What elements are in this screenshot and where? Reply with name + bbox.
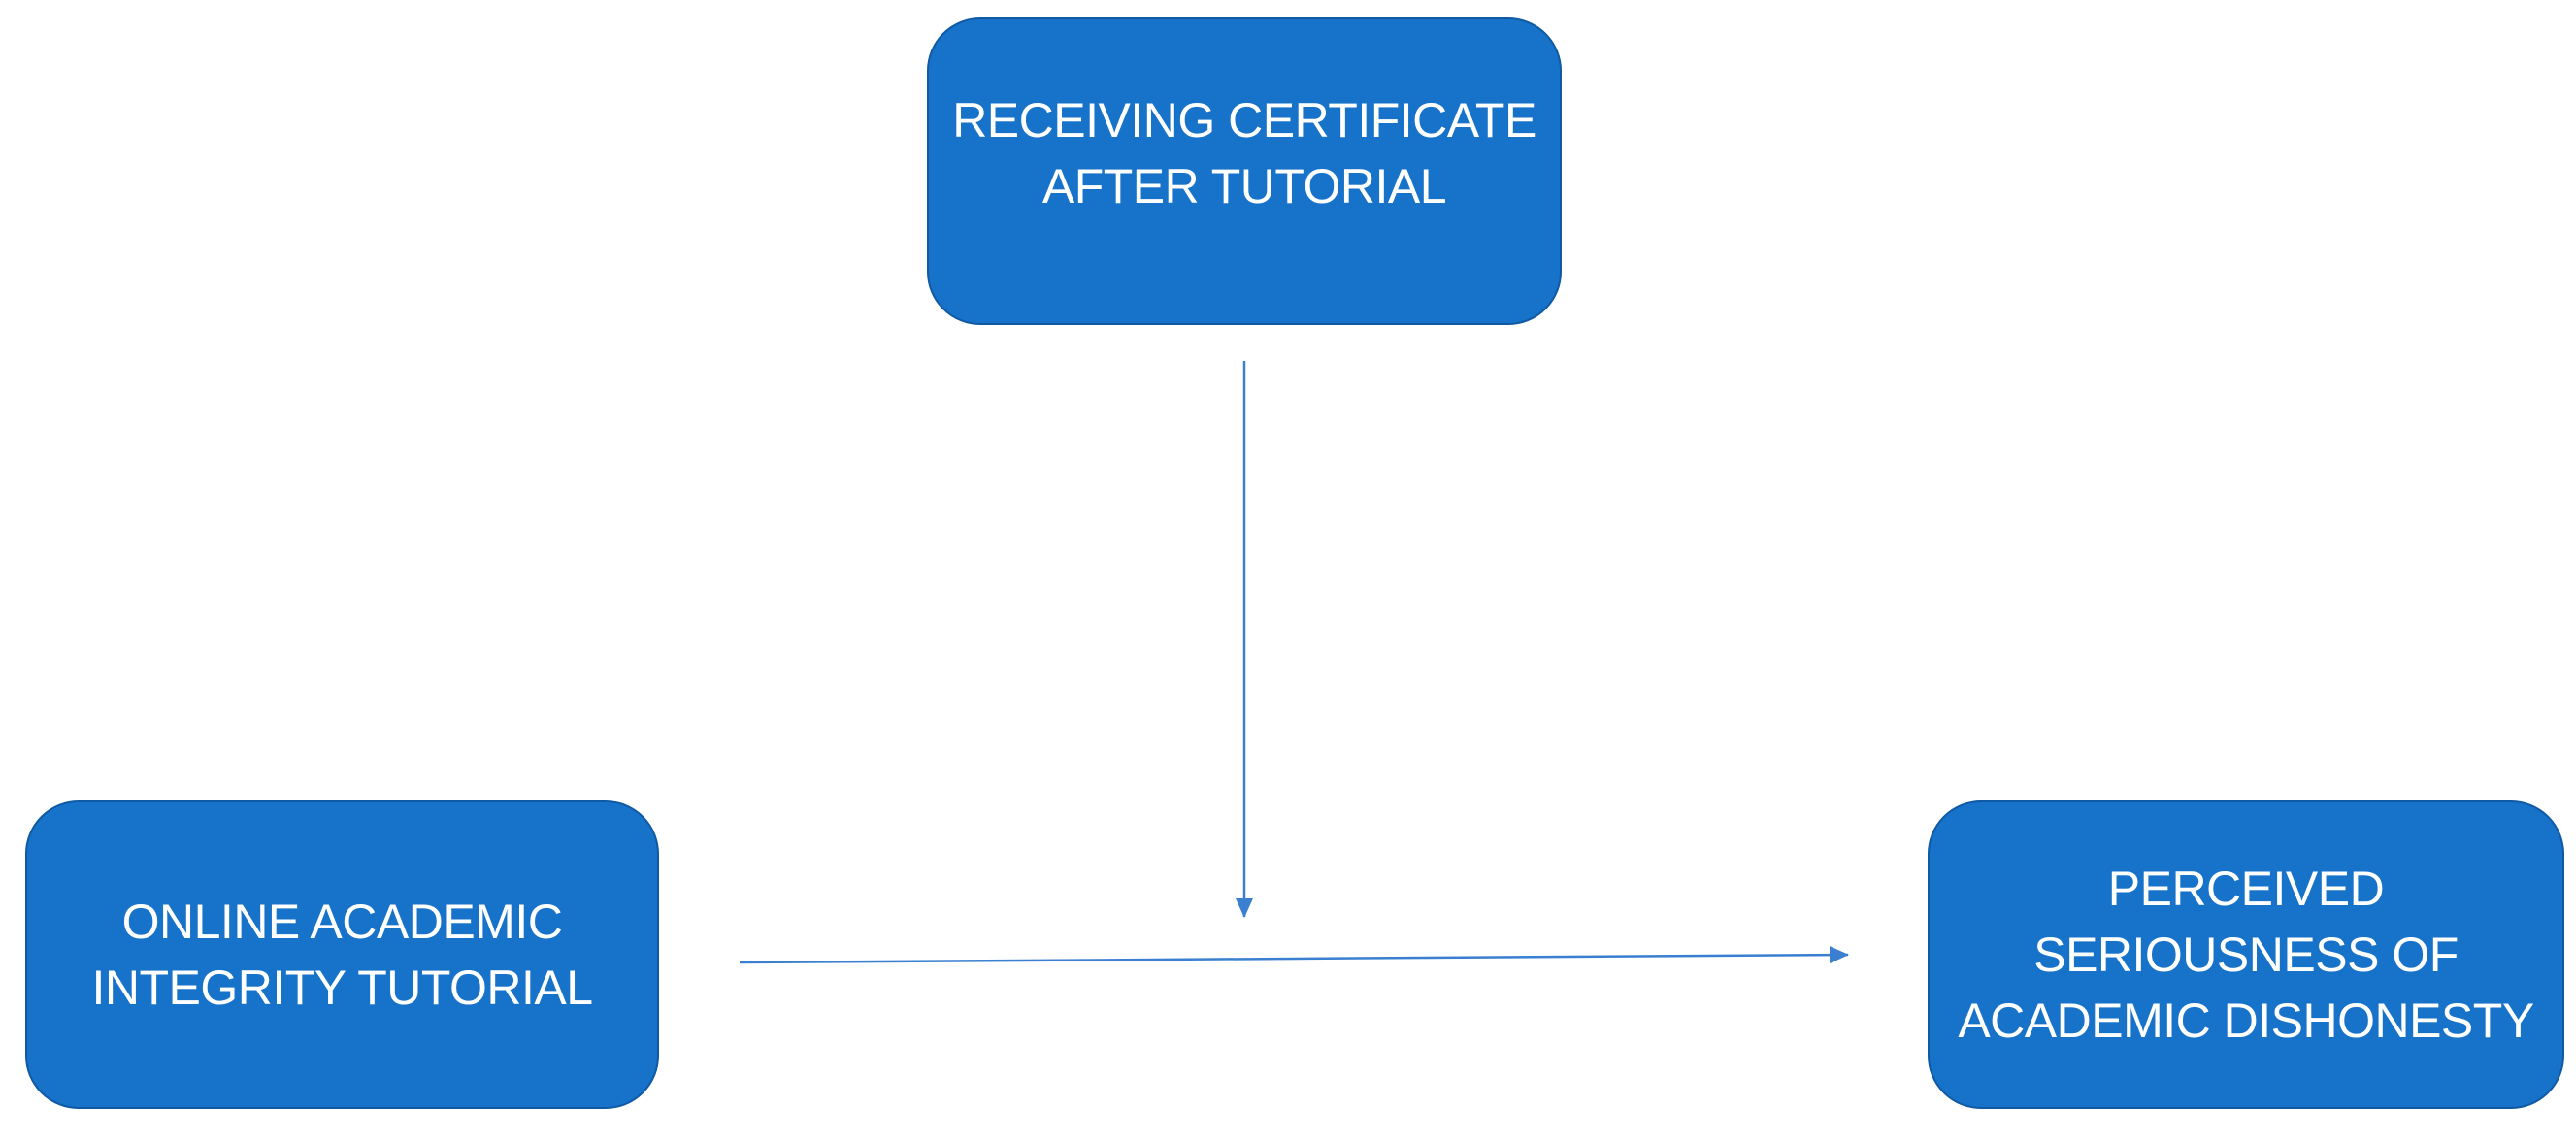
main-effect-arrow [739, 946, 1849, 964]
dependent-variable-node: PERCEIVED SERIOUSNESS OF ACADEMIC DISHON… [1928, 800, 2564, 1109]
moderator-node-label: RECEIVING CERTIFICATE AFTER TUTORIAL [952, 92, 1536, 213]
independent-variable-label: ONLINE ACADEMIC INTEGRITY TUTORIAL [91, 895, 593, 1015]
moderator-node: RECEIVING CERTIFICATE AFTER TUTORIAL [927, 17, 1562, 325]
dependent-variable-label: PERCEIVED SERIOUSNESS OF ACADEMIC DISHON… [1958, 862, 2534, 1048]
independent-variable-node: ONLINE ACADEMIC INTEGRITY TUTORIAL [25, 800, 659, 1109]
